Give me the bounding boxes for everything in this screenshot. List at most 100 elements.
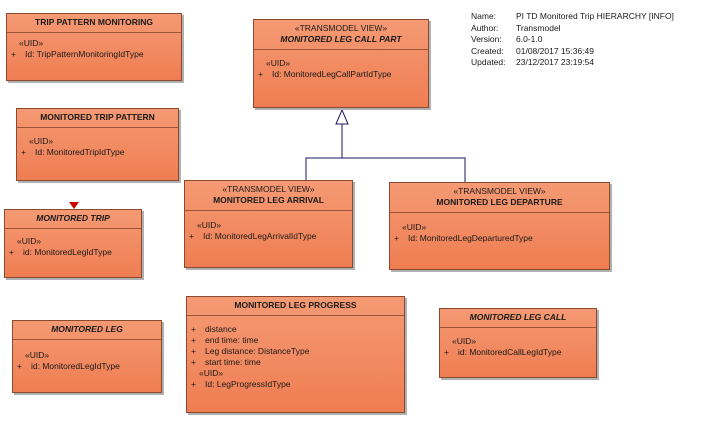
- attribute-text: Id: MonitoredLegCallPartIdType: [272, 69, 392, 79]
- class-name: MONITORED LEG PROGRESS: [234, 300, 357, 310]
- info-row: Created: 01/08/2017 15:36:49: [471, 46, 674, 58]
- attribute-text: end time: time: [205, 335, 259, 345]
- generalization-line-arrival: [305, 157, 342, 180]
- attribute-text: id: MonitoredLegIdType: [23, 247, 112, 257]
- info-row: Name: PI TD Monitored Trip HIERARCHY [INF…: [471, 11, 674, 23]
- class-stereotype: «TRANSMODEL VIEW»: [453, 186, 546, 196]
- class-stereotype: «TRANSMODEL VIEW»: [222, 184, 315, 194]
- class-header: «TRANSMODEL VIEW» MONITORED LEG DEPARTUR…: [390, 183, 609, 213]
- info-key: Created:: [471, 45, 504, 56]
- class-attribute: + distance: [191, 324, 400, 335]
- class-body: «UID» +Id: MonitoredLegCallPartIdType: [254, 50, 428, 82]
- class-attribute: + id: MonitoredLegIdType: [17, 361, 157, 372]
- class-header: MONITORED TRIP PATTERN: [17, 109, 178, 128]
- class-monitored-leg-departure[interactable]: «TRANSMODEL VIEW» MONITORED LEG DEPARTUR…: [389, 182, 610, 270]
- visibility-marker: +: [394, 233, 399, 243]
- class-header: MONITORED LEG CALL: [440, 309, 596, 328]
- class-body: «UID» +Id: MonitoredLegDeparturedType: [390, 213, 609, 246]
- class-body: «UID» +id: MonitoredLegIdType: [5, 229, 141, 260]
- attribute-text: distance: [205, 324, 237, 334]
- class-attribute: + start time: time: [191, 357, 400, 368]
- uid-stereotype: «UID»: [452, 336, 477, 346]
- info-key: Updated:: [471, 57, 506, 67]
- class-name: MONITORED TRIP PATTERN: [40, 112, 155, 122]
- class-attribute: + Id: LegProgressIdType: [191, 379, 400, 390]
- class-attribute: + Leg distance: DistanceType: [191, 346, 400, 357]
- class-attribute: + id: MonitoredCallLegIdType: [444, 347, 592, 358]
- class-monitored-leg-arrival[interactable]: «TRANSMODEL VIEW» MONITORED LEG ARRIVAL …: [184, 180, 353, 268]
- class-header: «TRANSMODEL VIEW» MONITORED LEG ARRIVAL: [185, 181, 352, 211]
- class-name: MONITORED LEG ARRIVAL: [213, 195, 324, 205]
- generalization-arrowhead: [335, 108, 349, 125]
- class-attribute: +Id: MonitoredLegCallPartIdType: [258, 69, 424, 80]
- generalization-line-departure: [342, 157, 466, 182]
- class-monitored-trip[interactable]: MONITORED TRIP «UID» +id: MonitoredLegId…: [4, 209, 142, 278]
- attribute-text: Id: MonitoredLegDeparturedType: [408, 233, 533, 243]
- attribute-text: id: MonitoredLegIdType: [31, 361, 120, 371]
- class-header: MONITORED LEG PROGRESS: [187, 297, 404, 316]
- class-monitored-leg[interactable]: MONITORED LEG «UID» + id: MonitoredLegIdT…: [12, 320, 162, 393]
- attribute-text: Id: MonitoredLegArrivalIdType: [203, 231, 317, 241]
- class-name: MONITORED TRIP: [36, 213, 110, 223]
- attribute-text: Leg distance: DistanceType: [205, 346, 310, 356]
- info-value: Transmodel: [516, 22, 561, 33]
- uid-stereotype: «UID»: [266, 58, 291, 68]
- attribute-text: id: MonitoredCallLegIdType: [458, 347, 562, 357]
- class-monitored-leg-call[interactable]: MONITORED LEG CALL «UID» + id: MonitoredC…: [439, 308, 597, 378]
- visibility-marker: +: [191, 346, 196, 356]
- visibility-marker: +: [444, 347, 449, 357]
- visibility-marker: +: [17, 361, 22, 371]
- uid-stereotype: «UID»: [197, 220, 222, 230]
- uid-stereotype: «UID»: [25, 350, 50, 360]
- info-key: Version:: [471, 34, 502, 44]
- info-value: 01/08/2017 15:36:49: [516, 45, 594, 56]
- class-attribute: + Id: MonitoredLegDeparturedType: [394, 233, 605, 244]
- class-body: «UID» + id: MonitoredLegIdType: [13, 340, 161, 374]
- class-name: TRIP PATTERN MONITORING: [35, 17, 153, 27]
- class-monitored-trip-pattern[interactable]: MONITORED TRIP PATTERN «UID» + Id: Monito…: [16, 108, 179, 181]
- selection-marker-icon: [69, 202, 79, 209]
- class-body: + distance + end time: time + Leg distance:…: [187, 316, 404, 392]
- info-value: 6.0-1.0: [516, 34, 543, 44]
- class-header: MONITORED TRIP: [5, 210, 141, 229]
- class-name: MONITORED LEG CALL PART: [280, 34, 402, 44]
- diagram-info: Name: PI TD Monitored Trip HIERARCHY [INF…: [471, 11, 674, 69]
- class-header: «TRANSMODEL VIEW» MONITORED LEG CALL PAR…: [254, 20, 428, 50]
- info-row: Updated: 23/12/2017 23:19:54: [471, 57, 674, 69]
- class-trip-pattern-monitoring[interactable]: TRIP PATTERN MONITORING «UID» +Id: TripP…: [6, 13, 182, 81]
- class-attribute: + end time: time: [191, 335, 400, 346]
- class-monitored-leg-progress[interactable]: MONITORED LEG PROGRESS + distance + end ti…: [186, 296, 405, 413]
- visibility-marker: +: [11, 49, 16, 59]
- info-row: Version: 6.0-1.0: [471, 34, 674, 46]
- class-attribute: +id: MonitoredLegIdType: [9, 247, 137, 258]
- attribute-text: Id: MonitoredTripIdType: [35, 147, 125, 157]
- uid-stereotype: «UID»: [199, 368, 224, 378]
- class-monitored-leg-call-part[interactable]: «TRANSMODEL VIEW» MONITORED LEG CALL PAR…: [253, 19, 429, 108]
- visibility-marker: +: [191, 357, 196, 367]
- visibility-marker: +: [191, 335, 196, 345]
- visibility-marker: +: [189, 231, 194, 241]
- class-header: TRIP PATTERN MONITORING: [7, 14, 181, 33]
- uid-stereotype: «UID»: [19, 38, 44, 48]
- class-stereotype: «TRANSMODEL VIEW»: [294, 23, 388, 33]
- class-body: «UID» + Id: MonitoredLegArrivalIdType: [185, 211, 352, 244]
- visibility-marker: +: [191, 379, 196, 389]
- info-key: Author:: [471, 22, 499, 33]
- visibility-marker: +: [191, 324, 196, 334]
- uid-stereotype: «UID»: [29, 136, 54, 146]
- info-key: Name:: [471, 11, 497, 21]
- class-name: MONITORED LEG CALL: [469, 312, 567, 322]
- class-header: MONITORED LEG: [13, 321, 161, 340]
- class-name: MONITORED LEG: [51, 324, 123, 334]
- visibility-marker: +: [21, 147, 26, 157]
- class-body: «UID» + Id: MonitoredTripIdType: [17, 128, 178, 160]
- attribute-text: Id: LegProgressIdType: [205, 379, 291, 389]
- info-value: PI TD Monitored Trip HIERARCHY [INFO]: [516, 11, 674, 21]
- info-value: 23/12/2017 23:19:54: [516, 57, 594, 67]
- class-attribute: +Id: TripPatternMonitoringIdType: [11, 49, 177, 60]
- attribute-text: start time: time: [205, 357, 261, 367]
- class-attribute: + Id: MonitoredLegArrivalIdType: [189, 231, 348, 242]
- class-body: «UID» +Id: TripPatternMonitoringIdType: [7, 33, 181, 62]
